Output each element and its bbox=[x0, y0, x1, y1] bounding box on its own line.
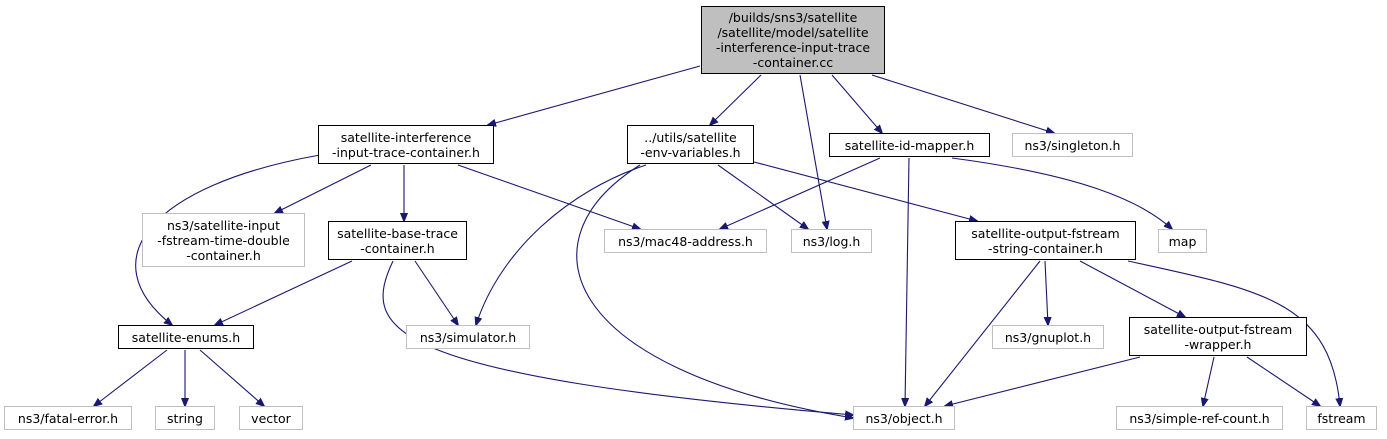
node-satellite-output-fstream-string-container-h[interactable]: satellite-output-fstream -string-contain… bbox=[955, 221, 1136, 260]
edge-envvars_h-to-object_h bbox=[576, 164, 853, 418]
edge-enums_h-to-vector bbox=[199, 349, 264, 406]
edge-out_wrapper_h-to-simple_ref_count_h bbox=[1203, 356, 1215, 406]
edge-envvars_h-to-log_h bbox=[717, 164, 808, 229]
node-ns3-object-h: ns3/object.h bbox=[853, 406, 955, 430]
edge-root-to-singleton_h bbox=[871, 74, 1054, 133]
node-satellite-interference-input-trace-container-h[interactable]: satellite-interference -input-trace-cont… bbox=[318, 125, 494, 164]
node-ns3-singleton-h: ns3/singleton.h bbox=[1012, 133, 1133, 157]
edge-enums_h-to-fatal_error_h bbox=[94, 349, 168, 406]
edge-out_string_h-to-fstream bbox=[1127, 260, 1340, 406]
edge-base_trace_h-to-simulator_h bbox=[414, 260, 458, 325]
node-ns3-satellite-input-fstream-time-double-container-h: ns3/satellite-input -fstream-time-double… bbox=[142, 213, 305, 267]
edge-out_wrapper_h-to-object_h bbox=[945, 356, 1141, 406]
node-ns3-mac48-address-h: ns3/mac48-address.h bbox=[604, 229, 767, 253]
edge-interf_h-to-mac48_h bbox=[457, 164, 640, 229]
edge-base_trace_h-to-enums_h bbox=[215, 260, 353, 325]
edge-out_string_h-to-object_h bbox=[925, 260, 1041, 406]
node-map: map bbox=[1158, 229, 1207, 253]
node-fstream: fstream bbox=[1306, 406, 1377, 430]
edge-root-to-log_h bbox=[799, 74, 827, 229]
edge-interf_h-to-input_fstream_h bbox=[275, 164, 372, 213]
edge-root-to-interf_h bbox=[488, 65, 701, 125]
node-satellite-id-mapper-h[interactable]: satellite-id-mapper.h bbox=[829, 133, 990, 157]
edge-envvars_h-to-simulator_h bbox=[476, 164, 647, 325]
edge-out_string_h-to-gnuplot_h bbox=[1045, 260, 1048, 325]
edge-root-to-envvars_h bbox=[710, 74, 762, 125]
edge-out_string_h-to-out_wrapper_h bbox=[1079, 260, 1185, 317]
node-ns3-gnuplot-h: ns3/gnuplot.h bbox=[992, 325, 1104, 349]
edge-idmapper_h-to-object_h bbox=[905, 157, 910, 406]
root-file-node: /builds/sns3/satellite /satellite/model/… bbox=[701, 6, 885, 74]
edge-root-to-idmapper_h bbox=[831, 74, 882, 133]
node-ns3-simulator-h: ns3/simulator.h bbox=[406, 325, 530, 349]
node-ns3-simple-ref-count-h: ns3/simple-ref-count.h bbox=[1116, 406, 1283, 430]
node-vector: vector bbox=[239, 406, 303, 430]
node-satellite-env-variables-h[interactable]: ../utils/satellite -env-variables.h bbox=[627, 125, 754, 164]
node-satellite-base-trace-container-h[interactable]: satellite-base-trace -container.h bbox=[328, 221, 467, 260]
edge-idmapper_h-to-mac48_h bbox=[720, 157, 881, 229]
edge-out_wrapper_h-to-fstream bbox=[1246, 356, 1320, 406]
node-ns3-log-h: ns3/log.h bbox=[791, 229, 872, 253]
node-satellite-enums-h[interactable]: satellite-enums.h bbox=[118, 325, 254, 349]
node-satellite-output-fstream-wrapper-h[interactable]: satellite-output-fstream -wrapper.h bbox=[1129, 317, 1307, 356]
node-string: string bbox=[155, 406, 215, 430]
node-ns3-fatal-error-h: ns3/fatal-error.h bbox=[4, 406, 132, 430]
edge-idmapper_h-to-map bbox=[951, 157, 1172, 229]
edge-envvars_h-to-out_string_h bbox=[753, 161, 977, 221]
